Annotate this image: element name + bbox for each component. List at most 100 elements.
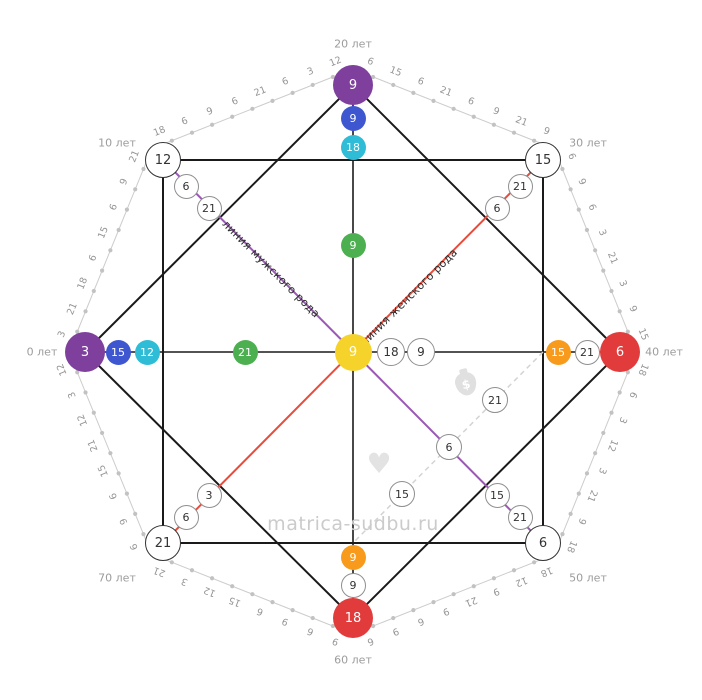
perimeter-year-number: 6	[466, 95, 476, 107]
perimeter-year-number: 18	[539, 564, 554, 579]
year-dot	[560, 166, 565, 172]
year-dot	[411, 90, 416, 95]
year-dot	[230, 584, 235, 589]
perimeter-year-number: 9	[627, 304, 639, 314]
year-dot	[83, 390, 88, 395]
year-dot	[609, 288, 614, 294]
perimeter-year-number: 15	[388, 65, 403, 80]
perimeter-year-number: 12	[75, 412, 90, 427]
perimeter-year-number: 9	[331, 635, 341, 647]
perimeter-year-number: 21	[253, 84, 268, 99]
left-inner-blue: 15	[105, 339, 131, 365]
perimeter-year-number: 6	[366, 635, 376, 647]
year-dot	[290, 608, 295, 613]
year-dot	[108, 248, 113, 253]
year-dot	[83, 309, 88, 314]
year-dot	[593, 451, 598, 456]
year-dot	[471, 584, 476, 589]
corner-70-years: 21	[145, 525, 181, 561]
perimeter-year-number: 6	[108, 202, 120, 212]
year-dot	[189, 130, 195, 135]
perimeter-year-number: 9	[575, 516, 587, 526]
year-dot	[451, 592, 456, 597]
year-dot	[116, 227, 121, 233]
year-dot	[371, 623, 376, 629]
perimeter-year-number: 12	[605, 438, 620, 453]
year-dot	[230, 114, 235, 119]
age-label: 70 лет	[98, 571, 136, 585]
perimeter-year-number: 6	[306, 625, 316, 637]
bottom-inner-orange: 9	[340, 544, 366, 570]
perimeter-year-number: 15	[96, 463, 111, 478]
corner-10-years: 12	[145, 142, 181, 178]
year-dot	[617, 309, 622, 314]
perimeter-year-number: 15	[227, 594, 242, 609]
perimeter-year-number: 21	[127, 149, 142, 164]
age-label: 50 лет	[569, 571, 607, 585]
year-dot	[511, 130, 517, 135]
perimeter-year-number: 6	[416, 76, 426, 88]
age-label: 10 лет	[98, 136, 136, 150]
year-dot	[568, 187, 573, 192]
year-dot	[491, 576, 496, 581]
green-left: 21	[232, 339, 258, 365]
year-dot	[511, 568, 517, 573]
perimeter-year-number: 6	[230, 95, 240, 107]
perimeter-year-number: 18	[75, 276, 90, 291]
year-dot	[91, 410, 96, 415]
perimeter-year-number: 9	[441, 605, 451, 617]
year-dot	[99, 268, 105, 273]
perimeter-year-number: 3	[616, 415, 628, 425]
money-line-6: 6	[436, 434, 462, 460]
green-top: 9	[340, 232, 366, 258]
bottom-inner-white: 9	[340, 572, 366, 598]
perimeter-year-number: 6	[627, 390, 639, 400]
year-dot	[250, 106, 255, 111]
year-dot	[270, 98, 275, 103]
year-dot	[431, 600, 436, 605]
top-inner-cyan: 18	[340, 134, 366, 160]
year-dot	[411, 608, 416, 613]
perimeter-year-number: 6	[586, 202, 598, 212]
year-dot	[210, 122, 215, 127]
year-dot	[169, 560, 174, 565]
perimeter-year-number: 9	[280, 615, 290, 627]
perimeter-year-number: 21	[152, 564, 167, 579]
perimeter-year-number: 12	[514, 574, 529, 589]
perimeter-year-number: 9	[118, 516, 130, 526]
year-dot	[250, 592, 255, 597]
corner-40-years: 6	[600, 332, 640, 372]
year-dot	[124, 491, 130, 496]
year-dot	[601, 430, 606, 436]
heart-icon: ♥	[366, 447, 392, 480]
perimeter-year-number: 18	[564, 539, 579, 554]
year-dot	[576, 207, 581, 212]
year-dot	[617, 390, 622, 395]
year-dot	[116, 471, 121, 476]
year-dot	[584, 227, 590, 233]
year-dot	[593, 248, 598, 253]
year-dot	[169, 138, 174, 143]
age-label: 40 лет	[645, 345, 683, 359]
diag-tr-inner: 6	[484, 195, 510, 221]
year-dot	[133, 187, 138, 192]
right-inner-white: 21	[574, 339, 600, 365]
age-label: 20 лет	[334, 37, 372, 51]
top-inner-blue: 9	[340, 105, 366, 131]
diag-br-inner: 15	[484, 482, 510, 508]
perimeter-year-number: 6	[128, 542, 140, 552]
year-dot	[471, 114, 476, 119]
corner-50-years: 6	[525, 525, 561, 561]
perimeter-year-number: 15	[96, 225, 111, 240]
diag-tl-inner: 21	[196, 195, 222, 221]
perimeter-year-number: 6	[87, 253, 99, 263]
perimeter-year-number: 9	[118, 177, 130, 187]
center-right-9: 9	[407, 338, 435, 366]
age-label: 30 лет	[569, 136, 607, 150]
perimeter-year-number: 9	[542, 125, 552, 137]
perimeter-year-number: 6	[108, 491, 120, 501]
year-dot	[99, 430, 105, 436]
perimeter-year-number: 18	[636, 362, 651, 377]
perimeter-year-number: 6	[255, 605, 265, 617]
right-inner-orange: 15	[545, 339, 571, 365]
